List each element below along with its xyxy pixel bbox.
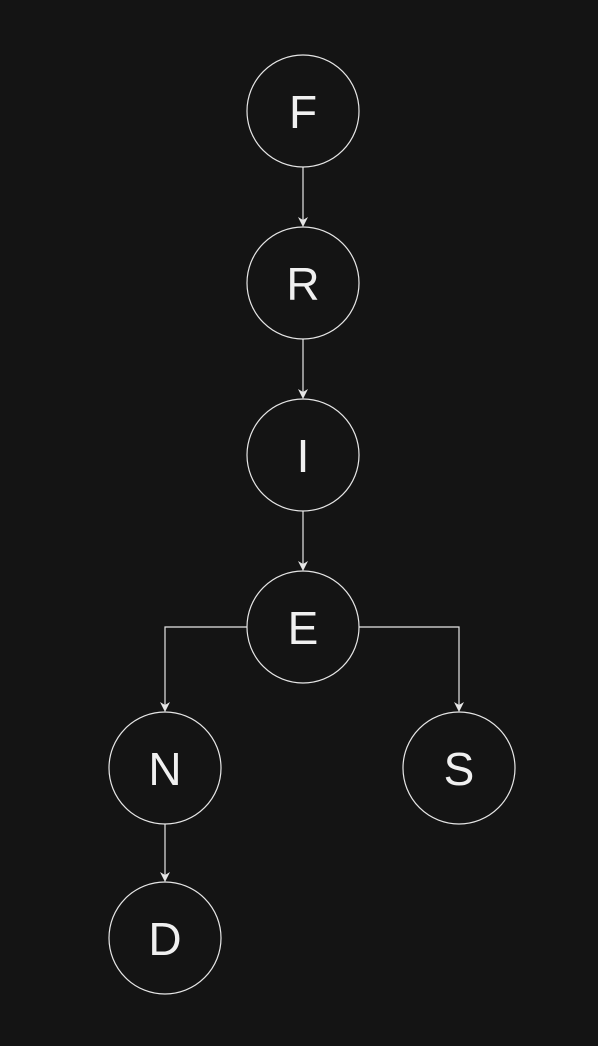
edge-i-e: [298, 511, 308, 571]
arrow-head-icon: [298, 561, 308, 571]
node-s: S: [402, 711, 516, 825]
edge-line: [359, 626, 460, 708]
nodes-layer: F R I E N S D: [108, 54, 516, 995]
node-r: R: [246, 226, 360, 340]
edges-layer: [160, 167, 464, 882]
node-circle: [246, 398, 360, 512]
node-circle: [108, 711, 222, 825]
node-label: I: [297, 430, 310, 482]
node-d: D: [108, 881, 222, 995]
arrow-head-icon: [298, 217, 308, 227]
node-label: R: [286, 258, 319, 310]
edge-e-s: [359, 626, 464, 712]
node-label: S: [444, 743, 475, 795]
node-circle: [246, 226, 360, 340]
arrow-head-icon: [160, 702, 170, 712]
node-n: N: [108, 711, 222, 825]
arrow-head-icon: [298, 389, 308, 399]
arrow-head-icon: [160, 872, 170, 882]
node-label: F: [289, 86, 317, 138]
node-label: E: [288, 602, 319, 654]
node-e: E: [246, 570, 360, 684]
node-f: F: [246, 54, 360, 168]
arrow-head-icon: [454, 702, 464, 712]
edge-f-r: [298, 167, 308, 227]
edge-line: [164, 626, 247, 708]
node-circle: [246, 54, 360, 168]
node-label: D: [148, 913, 181, 965]
node-circle: [246, 570, 360, 684]
node-circle: [108, 881, 222, 995]
node-i: I: [246, 398, 360, 512]
edge-e-n: [160, 626, 247, 712]
node-circle: [402, 711, 516, 825]
edge-n-d: [160, 824, 170, 882]
edge-r-i: [298, 339, 308, 399]
node-label: N: [148, 743, 181, 795]
